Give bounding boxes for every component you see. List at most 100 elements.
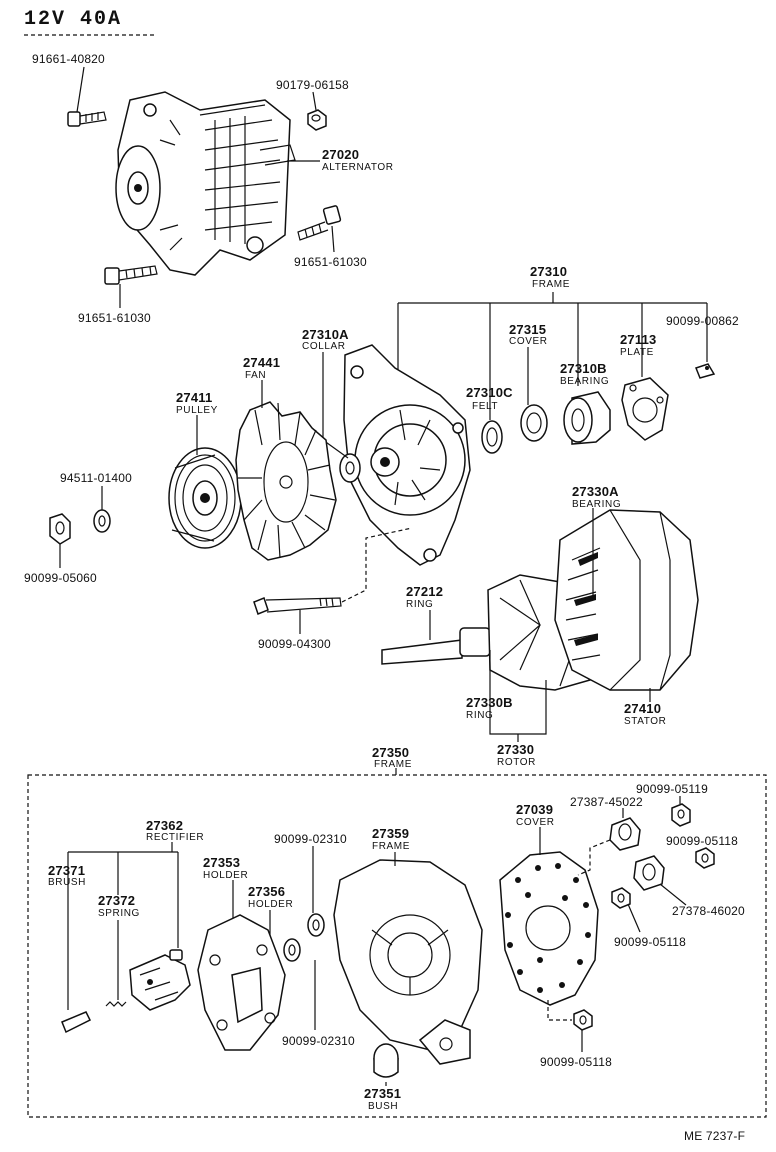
- callout-labels: 91661-40820 90179-06158 27020 ALTERNATOR…: [24, 52, 745, 1143]
- label-27330B-cap: RING: [466, 710, 493, 721]
- bolt-91651-61030-right: [297, 205, 342, 241]
- brush-27371: [61, 1011, 92, 1034]
- label-27330A-cap: BEARING: [572, 499, 621, 510]
- label-27359-num: 27359: [372, 826, 409, 841]
- label-27330-cap: ROTOR: [497, 757, 536, 768]
- label-27411-num: 27411: [176, 390, 212, 405]
- footer-code: ME 7237-F: [684, 1129, 745, 1143]
- plate-27113: [621, 377, 669, 441]
- felt-27310C: [481, 420, 503, 454]
- label-91651-61030-left: 91651-61030: [78, 311, 151, 325]
- label-27410-num: 27410: [624, 701, 661, 716]
- label-90099-04300: 90099-04300: [258, 637, 331, 651]
- label-27371-cap: BRUSH: [48, 877, 86, 888]
- bolt-91651-61030-left: [104, 265, 158, 285]
- nut-90179-06158: [307, 109, 327, 131]
- label-27378-46020: 27378-46020: [672, 904, 745, 918]
- label-27315-num: 27315: [509, 322, 546, 337]
- leader-91651-61030-right: [331, 225, 335, 253]
- label-27351-num: 27351: [364, 1086, 401, 1101]
- label-27310C-num: 27310C: [466, 385, 513, 400]
- label-27362-cap: RECTIFIER: [146, 832, 204, 843]
- nut-90099-05060: [49, 513, 71, 545]
- insulator-27387-45022: [609, 817, 641, 851]
- header-title: 12V 40A: [24, 8, 122, 31]
- label-27350-cap: FRAME: [374, 759, 412, 770]
- label-27441-cap: FAN: [245, 370, 266, 381]
- washer-90099-02310-upper: [307, 913, 325, 937]
- label-27356-cap: HOLDER: [248, 899, 293, 910]
- label-27372-num: 27372: [98, 893, 135, 908]
- rectifier-bracket: [67, 842, 179, 1010]
- label-27330A-num: 27330A: [572, 484, 619, 499]
- label-27359-cap: FRAME: [372, 841, 410, 852]
- label-27310-num: 27310: [530, 264, 567, 279]
- label-27372-cap: SPRING: [98, 908, 140, 919]
- label-27441-num: 27441: [243, 355, 280, 370]
- bolt-guide-dash: [341, 527, 413, 603]
- label-27353-num: 27353: [203, 855, 240, 870]
- label-27039-num: 27039: [516, 802, 553, 817]
- label-90099-05118-b: 90099-05118: [614, 935, 686, 949]
- leader-90099-05118-b: [627, 903, 641, 933]
- pulley-27411: [168, 447, 242, 549]
- bush-27351: [373, 1043, 399, 1078]
- label-27212-num: 27212: [406, 584, 443, 599]
- label-27330B-num: 27330B: [466, 695, 513, 710]
- label-27020-num: 27020: [322, 147, 359, 162]
- label-90099-02310-b: 90099-02310: [282, 1034, 355, 1048]
- washer-94511-01400: [93, 509, 111, 533]
- label-91661-40820: 91661-40820: [32, 52, 105, 66]
- cover-27315: [520, 404, 548, 442]
- label-90099-05118-a: 90099-05118: [666, 834, 738, 848]
- fan-27441: [235, 401, 337, 561]
- holder-27353: [197, 914, 286, 1051]
- label-27020-cap: ALTERNATOR: [322, 162, 394, 173]
- label-27310B-cap: BEARING: [560, 376, 609, 387]
- leader-90179-06158: [312, 91, 317, 111]
- collar-27310A: [339, 453, 361, 483]
- label-27039-cap: COVER: [516, 817, 555, 828]
- leader-27378-46020: [659, 883, 687, 906]
- label-90099-05060: 90099-05060: [24, 571, 97, 585]
- spring-27372: [105, 1001, 127, 1007]
- label-90099-02310-a: 90099-02310: [274, 832, 347, 846]
- label-27362-num: 27362: [146, 818, 183, 833]
- label-27371-num: 27371: [48, 863, 85, 878]
- label-27310C-cap: FELT: [472, 401, 498, 412]
- nut-90099-05119: [671, 803, 691, 827]
- leader-27310A-b: [322, 439, 349, 459]
- label-27353-cap: HOLDER: [203, 870, 248, 881]
- label-91651-61030-right: 91651-61030: [294, 255, 367, 269]
- bolt-91661-40820: [67, 111, 107, 127]
- drive-end-frame: [343, 344, 471, 566]
- label-27387-45022: 27387-45022: [570, 795, 643, 809]
- label-27310B-num: 27310B: [560, 361, 607, 376]
- label-27310-cap: FRAME: [532, 279, 570, 290]
- nut-90099-05118-b: [611, 887, 631, 909]
- cover-27039: [499, 851, 599, 1006]
- screw-90099-00862: [695, 363, 716, 379]
- label-27351-cap: BUSH: [368, 1101, 398, 1112]
- label-27315-cap: COVER: [509, 336, 548, 347]
- insulator-guide-dash: [577, 839, 611, 876]
- label-27330-num: 27330: [497, 742, 534, 757]
- alternator-assembly: [115, 91, 296, 276]
- label-27113-num: 27113: [620, 332, 656, 347]
- bearing-27310B: [563, 391, 611, 445]
- insulator-27378-46020: [633, 855, 665, 891]
- label-27356-num: 27356: [248, 884, 285, 899]
- nut-90099-05118-c: [573, 1009, 593, 1031]
- label-90099-05119: 90099-05119: [636, 782, 708, 796]
- label-27350-num: 27350: [372, 745, 409, 760]
- label-27310A-num: 27310A: [302, 327, 349, 342]
- rectifier-27362: [129, 949, 191, 1011]
- frame-27350-box: [27, 774, 767, 1118]
- label-27310A-cap: COLLAR: [302, 341, 346, 352]
- washer-90099-02310-lower: [283, 938, 301, 962]
- leader-91661-40820: [76, 66, 85, 113]
- label-94511-01400: 94511-01400: [60, 471, 132, 485]
- label-90179-06158: 90179-06158: [276, 78, 349, 92]
